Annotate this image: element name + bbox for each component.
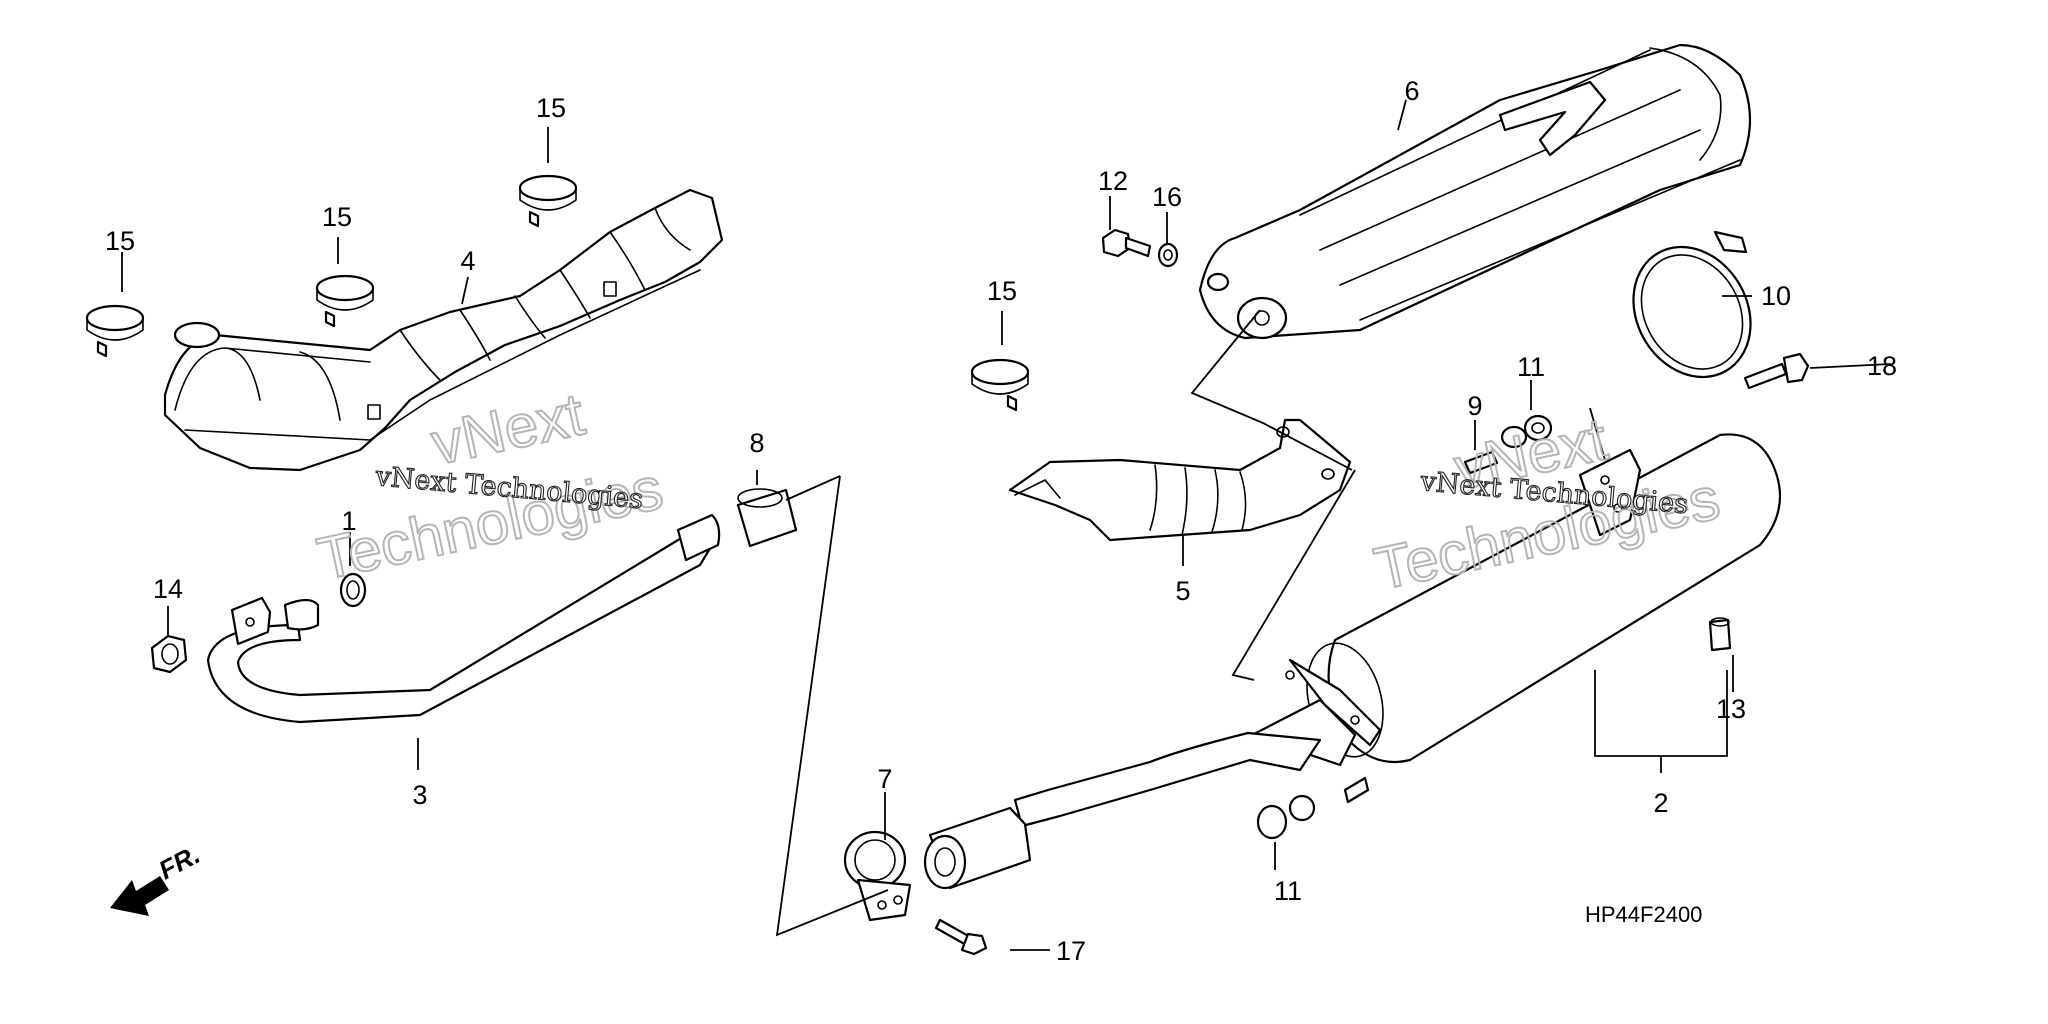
exhaust-pipe (206, 513, 721, 724)
callout-15-far-left: 15 (105, 226, 135, 256)
washer (1157, 242, 1179, 268)
callout-11-lower: 11 (1274, 876, 1302, 906)
hose-clamp-15-c (518, 174, 578, 228)
callout-17: 17 (1056, 936, 1086, 966)
gasket (339, 572, 367, 608)
callout-10: 10 (1761, 281, 1791, 311)
muffler (923, 433, 1782, 890)
callout-9: 9 (1467, 391, 1482, 421)
callout-3: 3 (412, 780, 427, 810)
diagram-code: HP44F2400 (1585, 902, 1702, 927)
callout-numbers: 1 2 3 4 5 6 7 8 9 10 11 11 12 13 14 15 1… (105, 76, 1897, 966)
exhaust-clamp (843, 830, 912, 922)
hose-clamp-15-d (970, 358, 1030, 412)
grommet-lower (1256, 794, 1316, 840)
callout-15-left: 15 (322, 202, 352, 232)
callout-15-center: 15 (987, 276, 1017, 306)
callout-13: 13 (1716, 694, 1746, 724)
callout-7: 7 (877, 764, 892, 794)
leader-lines (121, 99, 1892, 951)
front-heat-protector (163, 188, 724, 472)
callout-1: 1 (341, 506, 356, 536)
hose-clamp-15-b (315, 274, 375, 328)
bolt-17 (934, 918, 988, 956)
callout-6: 6 (1404, 76, 1419, 106)
hose-clamp-15-a (85, 304, 145, 358)
front-arrow-icon (110, 876, 169, 916)
callout-2: 2 (1653, 788, 1668, 818)
callout-14: 14 (153, 574, 183, 604)
callout-5: 5 (1175, 576, 1190, 606)
muffler-band (1632, 230, 1752, 379)
callout-15-top: 15 (536, 93, 566, 123)
bolt-12 (1101, 228, 1152, 258)
muffler-protector (1198, 43, 1752, 340)
callout-16: 16 (1152, 182, 1182, 212)
bolt-13 (1708, 617, 1732, 652)
front-direction-marker: FR. (110, 839, 205, 916)
grommet-upper (1500, 414, 1553, 449)
rear-heat-protector (1008, 418, 1352, 542)
callout-8: 8 (749, 428, 764, 458)
callout-4: 4 (460, 246, 475, 276)
callout-18: 18 (1867, 351, 1897, 381)
flange-nut (150, 634, 188, 674)
pin (1463, 450, 1499, 475)
callout-12: 12 (1098, 166, 1128, 196)
bolt-18 (1743, 352, 1810, 390)
watermark-brand-left: vNext (426, 380, 590, 477)
collar (736, 488, 798, 548)
callout-11-upper: 11 (1517, 352, 1545, 382)
